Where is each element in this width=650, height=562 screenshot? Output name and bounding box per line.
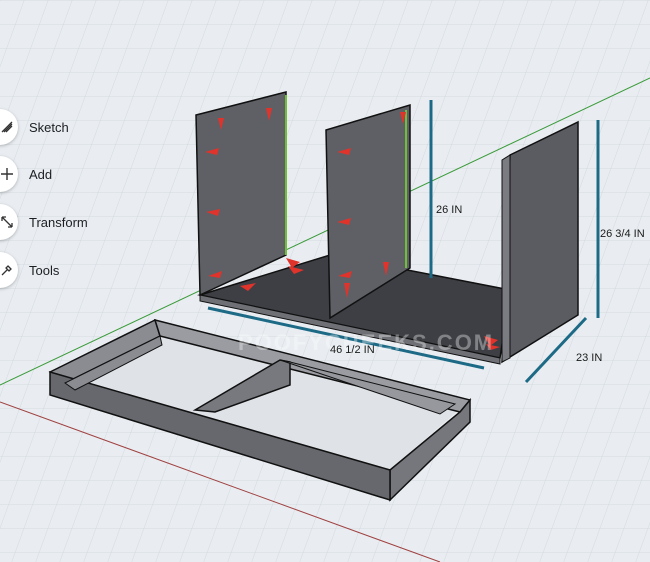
dim-outer-height-label: 26 3/4 IN [600, 228, 645, 240]
cabinet[interactable] [195, 91, 579, 365]
plus-icon [0, 156, 18, 192]
add-tool-button[interactable]: Add [0, 154, 52, 194]
tools-tool-button[interactable]: Tools [0, 250, 59, 290]
red-axis [0, 401, 441, 562]
dimension-lines [207, 100, 600, 384]
pencil-icon [0, 109, 18, 145]
center-divider [325, 103, 411, 320]
green-axis [0, 77, 650, 386]
dim-depth-label: 23 IN [576, 352, 602, 364]
transform-tool-button[interactable]: Transform [0, 202, 88, 242]
sketch-tool-button[interactable]: Sketch [0, 107, 69, 147]
arrow-markers [205, 108, 500, 350]
transform-icon [0, 204, 18, 240]
watermark: POOFYCHEEKS.COM [238, 330, 494, 355]
add-label: Add [29, 166, 53, 182]
tools-label: Tools [29, 262, 60, 278]
transform-label: Transform [29, 214, 88, 230]
tools-icon [0, 252, 18, 288]
sketch-label: Sketch [29, 119, 69, 135]
dim-inner-height-label: 26 IN [436, 204, 462, 216]
base-frame[interactable] [48, 318, 472, 502]
dim-width-label: 46 1/2 IN [330, 344, 375, 356]
